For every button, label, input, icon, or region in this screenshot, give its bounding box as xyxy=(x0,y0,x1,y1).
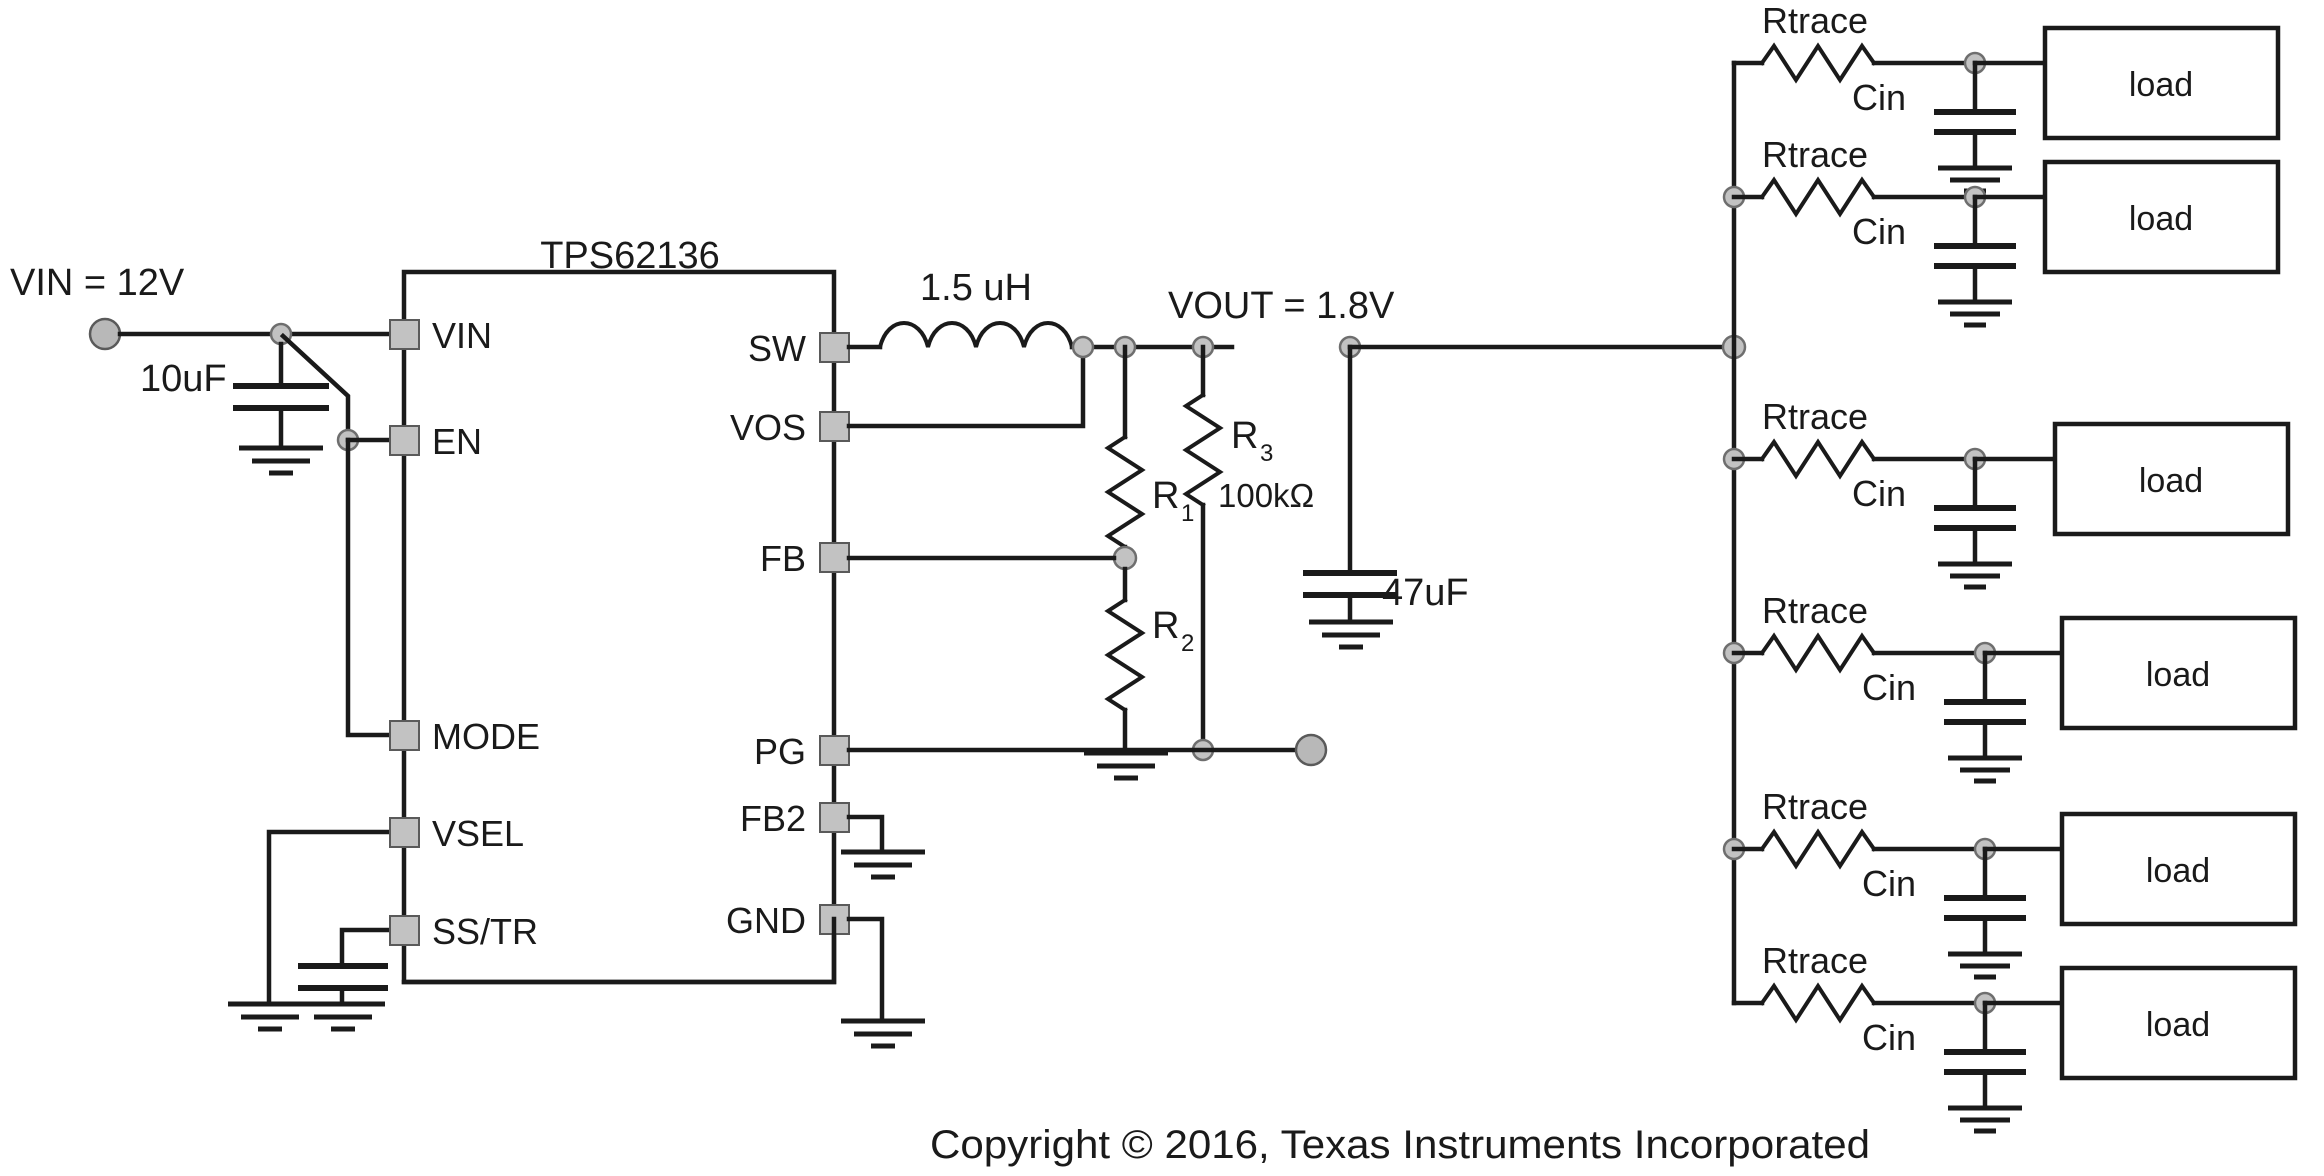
resistor-rtrace-5 xyxy=(1759,828,1877,870)
label-r3-sub: 3 xyxy=(1260,440,1273,467)
resistor-rtrace-3 xyxy=(1759,438,1877,480)
label-cin-2: Cin xyxy=(1852,211,1906,252)
load-block-4 xyxy=(2059,615,2298,731)
pin-pad-sw xyxy=(819,332,850,363)
wire-en-to-mode xyxy=(345,437,407,738)
label-cin-6: Cin xyxy=(1862,1017,1916,1058)
label-rtrace-3: Rtrace xyxy=(1762,396,1868,437)
pin-label-sw: SW xyxy=(748,328,806,369)
pin-label-vsel: VSEL xyxy=(432,813,524,854)
pin-label-gnd: GND xyxy=(726,900,806,941)
pin-pad-vin xyxy=(389,319,420,350)
pin-label-en: EN xyxy=(432,421,482,462)
load-block-3 xyxy=(2052,421,2291,537)
resistor-rtrace-1 xyxy=(1759,42,1877,84)
ic-body xyxy=(401,269,837,985)
resistor-rtrace-6 xyxy=(1759,982,1877,1024)
label-rtrace-2: Rtrace xyxy=(1762,134,1868,175)
label-vout: VOUT = 1.8V xyxy=(1168,285,1395,327)
resistor-r3-symbol xyxy=(1182,392,1224,508)
inductor-1p5uh-symbol xyxy=(877,321,1075,350)
pin-pad-vsel xyxy=(389,817,420,848)
resistor-r2-symbol xyxy=(1104,597,1146,713)
load-block-1 xyxy=(2042,25,2281,141)
label-cap-47uf: 47uF xyxy=(1382,572,1469,614)
pin-label-vin: VIN xyxy=(432,315,492,356)
junction-vos-sense xyxy=(1071,335,1095,359)
label-cin-1: Cin xyxy=(1852,77,1906,118)
vin-source-terminal xyxy=(88,317,122,351)
wire-vsel-to-gnd xyxy=(266,829,407,1006)
label-r1: R xyxy=(1152,475,1179,517)
pg-terminal xyxy=(1294,733,1328,767)
pin-label-sstr: SS/TR xyxy=(432,911,538,952)
pin-pad-fb xyxy=(819,542,850,573)
resistor-rtrace-2 xyxy=(1759,176,1877,218)
label-load-3: load xyxy=(2139,462,2203,500)
label-cap-10uf: 10uF xyxy=(140,358,227,400)
label-inductor: 1.5 uH xyxy=(920,267,1032,309)
label-vin-source: VIN = 12V xyxy=(10,262,185,304)
label-rtrace-4: Rtrace xyxy=(1762,590,1868,631)
load-block-2 xyxy=(2042,159,2281,275)
pin-label-pg: PG xyxy=(754,731,806,772)
label-r2: R xyxy=(1152,605,1179,647)
copyright-notice: Copyright © 2016, Texas Instruments Inco… xyxy=(930,1123,1870,1167)
wire-fb2-to-gnd xyxy=(846,814,885,854)
pin-pad-fb2 xyxy=(819,802,850,833)
label-load-1: load xyxy=(2129,66,2193,104)
label-load-4: load xyxy=(2146,656,2210,694)
wire-sstr-to-cap xyxy=(339,927,407,967)
pin-pad-mode xyxy=(389,720,420,751)
label-cin-3: Cin xyxy=(1852,473,1906,514)
pin-label-vos: VOS xyxy=(730,407,806,448)
label-r2-sub: 2 xyxy=(1181,630,1194,657)
pin-pad-en xyxy=(389,425,420,456)
label-rtrace-1: Rtrace xyxy=(1762,0,1868,41)
pin-pad-sstr xyxy=(389,915,420,946)
wire-vos-sense xyxy=(846,346,1086,429)
label-cin-5: Cin xyxy=(1862,863,1916,904)
label-load-5: load xyxy=(2146,852,2210,890)
label-rtrace-6: Rtrace xyxy=(1762,940,1868,981)
label-ic-partnumber: TPS62136 xyxy=(540,235,720,277)
label-r3: R xyxy=(1231,415,1258,457)
junction-fb-tap xyxy=(1112,545,1138,571)
pin-label-mode: MODE xyxy=(432,716,540,757)
wire-gnd-down xyxy=(846,916,885,1023)
label-cin-4: Cin xyxy=(1862,667,1916,708)
pin-pad-pg xyxy=(819,735,850,766)
label-rtrace-5: Rtrace xyxy=(1762,786,1868,827)
pin-label-fb2: FB2 xyxy=(740,798,806,839)
resistor-r1-symbol xyxy=(1104,434,1146,550)
wire-en-jumper xyxy=(279,332,351,443)
label-load-6: load xyxy=(2146,1006,2210,1044)
label-load-2: load xyxy=(2129,200,2193,238)
label-r3-value: 100kΩ xyxy=(1218,477,1314,514)
label-r1-sub: 1 xyxy=(1181,500,1194,527)
load-block-6 xyxy=(2059,965,2298,1081)
pin-label-fb: FB xyxy=(760,538,806,579)
wire-ic-bottom-rail xyxy=(401,916,837,985)
pin-pad-vos xyxy=(819,411,850,442)
resistor-rtrace-4 xyxy=(1759,632,1877,674)
load-block-5 xyxy=(2059,811,2298,927)
